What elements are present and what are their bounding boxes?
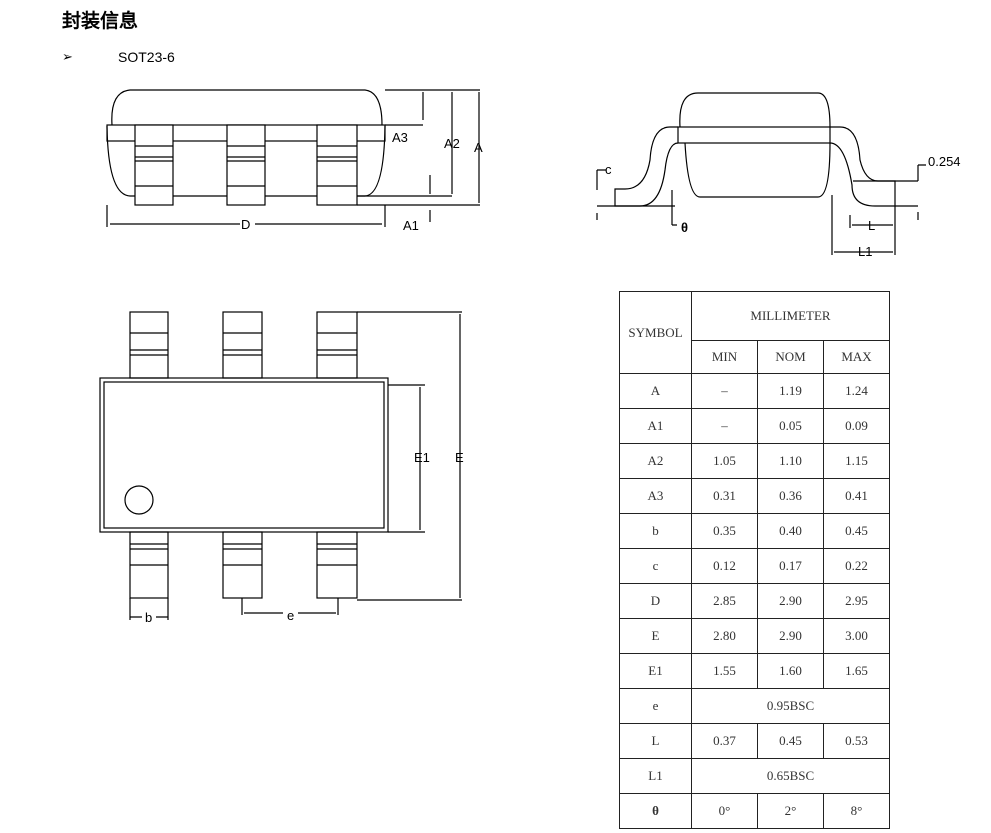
label-a2: A2 bbox=[444, 136, 460, 151]
label-b: b bbox=[145, 610, 152, 625]
nom-cell: 0.40 bbox=[757, 513, 824, 549]
symbol-cell: e bbox=[619, 688, 692, 724]
top-view-drawing: E1 E b e bbox=[99, 311, 464, 625]
max-cell: 3.00 bbox=[823, 618, 890, 654]
symbol-cell: D bbox=[619, 583, 692, 619]
label-e-pitch: e bbox=[287, 608, 294, 623]
bsc-value-cell: 0.65BSC bbox=[691, 758, 890, 794]
symbol-cell: A3 bbox=[619, 478, 692, 514]
min-cell: 1.55 bbox=[691, 653, 758, 689]
nom-cell: 0.45 bbox=[757, 723, 824, 759]
unit-header: MILLIMETER bbox=[691, 291, 890, 341]
col-header-nom: NOM bbox=[757, 340, 824, 374]
min-cell: 1.05 bbox=[691, 443, 758, 479]
symbol-cell: A bbox=[619, 373, 692, 409]
section-title: 封装信息 bbox=[62, 10, 139, 32]
label-l: L bbox=[868, 218, 875, 233]
min-cell: – bbox=[691, 408, 758, 444]
nom-cell: 2.90 bbox=[757, 583, 824, 619]
symbol-cell: θ bbox=[619, 793, 692, 829]
min-cell: 2.80 bbox=[691, 618, 758, 654]
bsc-value-cell: 0.95BSC bbox=[691, 688, 890, 724]
symbol-cell: L1 bbox=[619, 758, 692, 794]
max-cell: 0.22 bbox=[823, 548, 890, 584]
nom-cell: 1.10 bbox=[757, 443, 824, 479]
label-e-total: E bbox=[455, 450, 464, 465]
nom-cell: 2° bbox=[757, 793, 824, 829]
symbol-cell: c bbox=[619, 548, 692, 584]
label-c: c bbox=[605, 162, 612, 177]
label-a3: A3 bbox=[392, 130, 408, 145]
nom-cell: 0.05 bbox=[757, 408, 824, 444]
max-cell: 1.15 bbox=[823, 443, 890, 479]
label-a1: A1 bbox=[403, 218, 419, 233]
min-cell: 0.12 bbox=[691, 548, 758, 584]
min-cell: 0.35 bbox=[691, 513, 758, 549]
max-cell: 2.95 bbox=[823, 583, 890, 619]
label-theta: θ bbox=[681, 220, 688, 235]
max-cell: 0.41 bbox=[823, 478, 890, 514]
label-gauge-0.254: 0.254 bbox=[928, 154, 961, 169]
min-cell: 2.85 bbox=[691, 583, 758, 619]
end-view-drawing: c θ 0.254 L L1 bbox=[596, 92, 961, 259]
label-e1: E1 bbox=[414, 450, 430, 465]
package-name: SOT23-6 bbox=[118, 49, 175, 65]
symbol-cell: A2 bbox=[619, 443, 692, 479]
nom-cell: 0.17 bbox=[757, 548, 824, 584]
side-view-drawing: A3 A2 A A1 D bbox=[106, 89, 483, 233]
max-cell: 0.09 bbox=[823, 408, 890, 444]
label-l1: L1 bbox=[858, 244, 872, 259]
max-cell: 0.45 bbox=[823, 513, 890, 549]
nom-cell: 1.19 bbox=[757, 373, 824, 409]
symbol-cell: A1 bbox=[619, 408, 692, 444]
symbol-cell: E1 bbox=[619, 653, 692, 689]
nom-cell: 0.36 bbox=[757, 478, 824, 514]
max-cell: 1.24 bbox=[823, 373, 890, 409]
col-header-min: MIN bbox=[691, 340, 758, 374]
bullet-icon: ➢ bbox=[62, 49, 73, 64]
symbol-header: SYMBOL bbox=[619, 291, 692, 374]
max-cell: 0.53 bbox=[823, 723, 890, 759]
symbol-cell: L bbox=[619, 723, 692, 759]
nom-cell: 2.90 bbox=[757, 618, 824, 654]
label-a: A bbox=[474, 140, 483, 155]
min-cell: 0° bbox=[691, 793, 758, 829]
min-cell: 0.31 bbox=[691, 478, 758, 514]
nom-cell: 1.60 bbox=[757, 653, 824, 689]
min-cell: – bbox=[691, 373, 758, 409]
max-cell: 1.65 bbox=[823, 653, 890, 689]
label-d: D bbox=[241, 217, 250, 232]
min-cell: 0.37 bbox=[691, 723, 758, 759]
symbol-cell: E bbox=[619, 618, 692, 654]
symbol-cell: b bbox=[619, 513, 692, 549]
col-header-max: MAX bbox=[823, 340, 890, 374]
max-cell: 8° bbox=[823, 793, 890, 829]
